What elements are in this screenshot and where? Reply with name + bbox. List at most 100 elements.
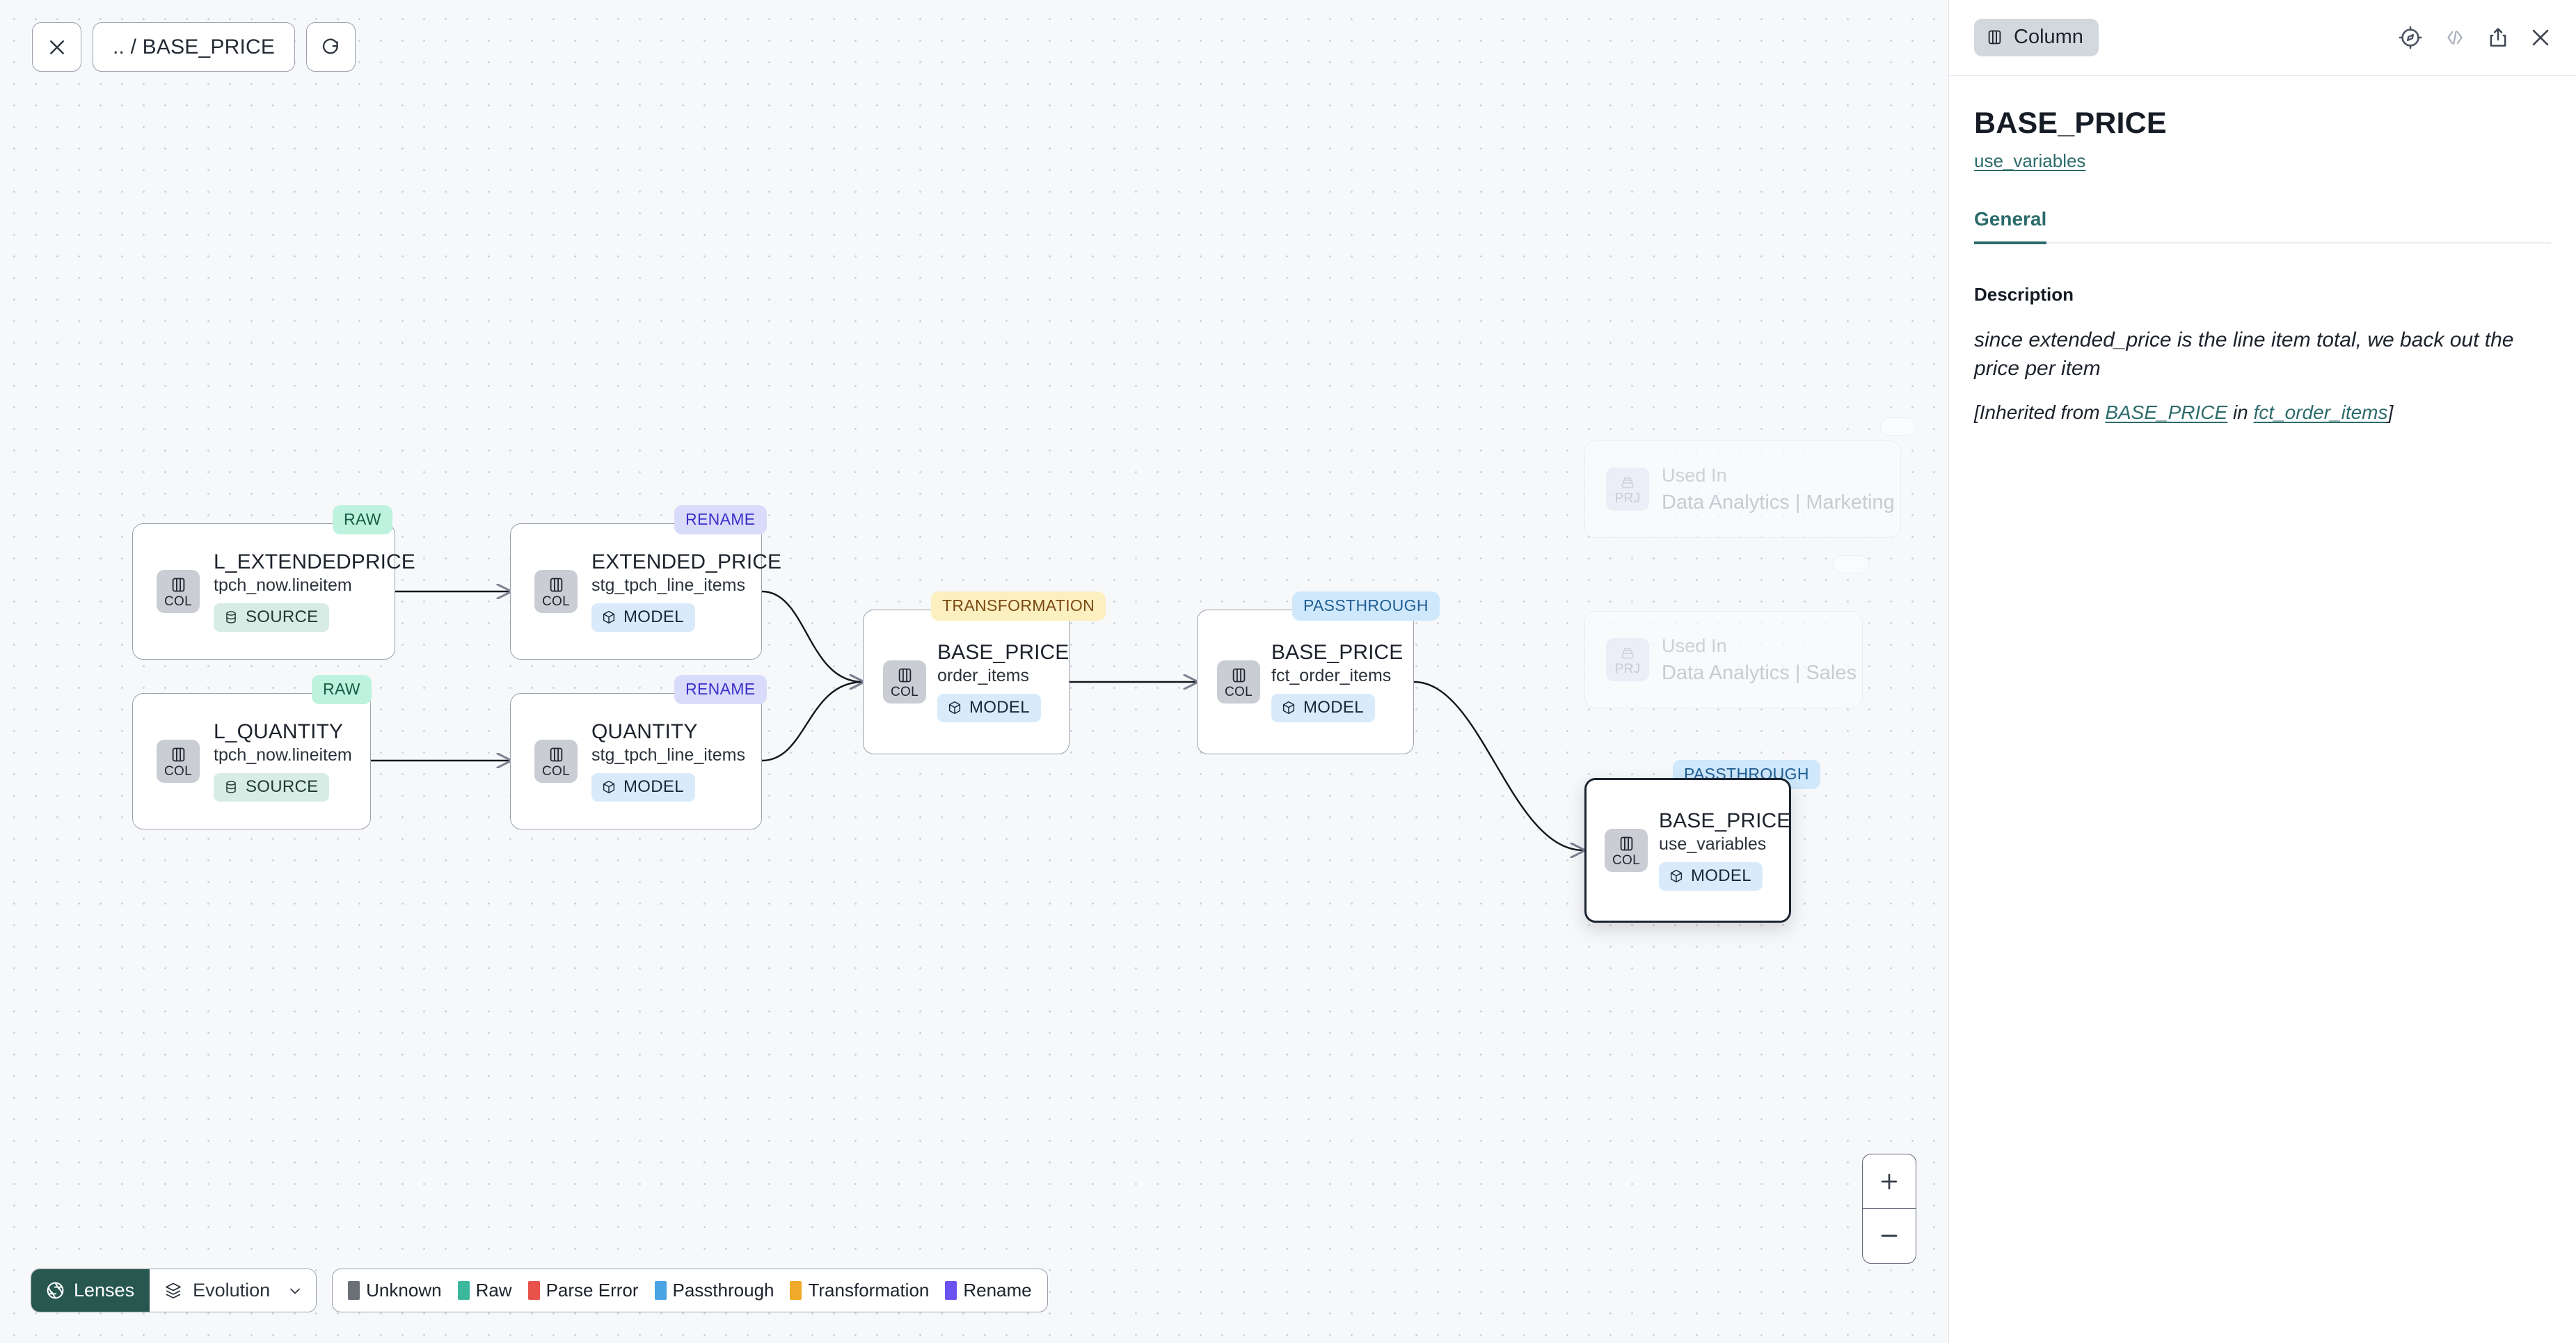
node-l-extendedprice[interactable]: COL L_EXTENDEDPRICE tpch_now.lineitem SO… [132,523,415,660]
cube-icon [948,701,961,715]
node-title: BASE_PRICE [1271,640,1404,664]
kind-chip-label: COL [164,594,192,609]
legend-label: Raw [475,1280,512,1301]
column-icon [550,578,562,591]
kind-chip-label: COL [891,684,919,699]
legend-item-unknown[interactable]: Unknown [348,1280,442,1301]
panel-tabs: General [1974,208,2551,244]
node-subtitle: stg_tpch_line_items [591,575,745,596]
breadcrumb-button[interactable]: .. / BASE_PRICE [93,22,296,72]
node-subtitle: use_variables [1659,834,1767,855]
share-icon [2490,28,2506,47]
project-icon [1621,477,1634,488]
legend-label: Transformation [808,1280,930,1301]
lenses-control-group: Lenses Evolution [31,1269,317,1312]
node-base-price-order-items[interactable]: COL BASE_PRICE order_items MODEL [863,610,1070,754]
lens-tag-raw-2[interactable]: RAW [312,675,372,704]
materialization-label: MODEL [1691,866,1751,886]
kind-chip-prj: PRJ [1606,468,1649,511]
node-subtitle: Data Analytics | Marketing [1662,491,1895,514]
lens-tag-rename-2[interactable]: RENAME [674,675,767,704]
lens-tag-passthrough[interactable]: PASSTHROUGH [1292,591,1440,621]
cube-icon [1670,870,1683,883]
database-icon [226,781,236,794]
plus-icon [1881,1173,1898,1189]
page-title: BASE_PRICE [1974,106,2167,140]
entity-type-chip[interactable]: Column [1974,19,2099,56]
inherited-column-link[interactable]: BASE_PRICE [2105,401,2228,423]
kind-chip-label: PRJ [1614,662,1641,676]
kind-chip-label: PRJ [1614,491,1641,506]
close-panel-button[interactable] [2529,26,2552,49]
panel-body: BASE_PRICE use_variables General Descrip… [1949,106,2576,424]
column-icon [172,578,184,591]
kind-chip-prj: PRJ [1606,638,1649,681]
evolution-dropdown[interactable]: Evolution [150,1269,317,1312]
kind-chip-label: COL [542,763,570,779]
inherited-model-link[interactable]: fct_order_items [2253,401,2388,423]
column-icon [1988,30,2001,45]
materialization-badge: MODEL [1271,694,1375,723]
kind-chip-col: COL [1605,829,1648,872]
kind-chip-label: COL [1612,852,1640,868]
legend-item-parse-error[interactable]: Parse Error [527,1280,639,1301]
lens-tag-rename[interactable]: RENAME [674,505,767,534]
code-icon [2447,30,2463,45]
zoom-out-button[interactable] [1863,1209,1916,1263]
node-title: Used In [1662,464,1727,486]
chevron-down-icon [290,1288,301,1294]
node-title: BASE_PRICE [937,640,1070,664]
lens-tag-raw[interactable]: RAW [333,505,392,534]
materialization-label: MODEL [623,777,684,797]
minus-icon [1881,1234,1898,1237]
parent-model-link[interactable]: use_variables [1974,150,2086,171]
legend-swatch [457,1281,470,1300]
node-quantity[interactable]: COL QUANTITY stg_tpch_line_items MODEL [510,693,762,829]
close-graph-button[interactable] [32,22,81,72]
legend-item-transformation[interactable]: Transformation [790,1280,929,1301]
legend-item-passthrough[interactable]: Passthrough [654,1280,774,1301]
lens-tag-transformation[interactable]: TRANSFORMATION [931,591,1106,621]
lineage-canvas[interactable]: .. / BASE_PRICE RAW COL [0,0,1948,1343]
explore-button[interactable] [2398,25,2423,50]
kind-chip-label: COL [164,763,192,779]
lenses-button[interactable]: Lenses [31,1269,150,1312]
legend-item-raw[interactable]: Raw [457,1280,512,1301]
refresh-button[interactable] [306,22,356,72]
description-text: since extended_price is the line item to… [1974,328,2514,380]
inherited-middle: in [2227,401,2254,423]
kind-chip-col: COL [157,740,200,783]
node-title: L_EXTENDEDPRICE [214,550,415,573]
column-icon [172,747,184,761]
zoom-controls [1862,1154,1916,1264]
legend-swatch [348,1281,360,1300]
legend-item-rename[interactable]: Rename [945,1280,1032,1301]
tab-general[interactable]: General [1974,208,2047,244]
legend-swatch [790,1281,802,1300]
lenses-label: Lenses [74,1280,135,1301]
legend-label: Parse Error [546,1280,639,1301]
panel-header-actions [2398,25,2552,50]
code-button[interactable] [2442,27,2467,48]
materialization-label: SOURCE [246,607,319,627]
details-panel: Column [1948,0,2576,1343]
node-base-price-fct-order-items[interactable]: COL BASE_PRICE fct_order_items MODEL [1197,610,1414,754]
share-button[interactable] [2487,26,2509,49]
node-used-in-sales[interactable]: PRJ Used In Data Analytics | Sales [1584,611,1863,708]
zoom-in-button[interactable] [1863,1154,1916,1209]
node-base-price-use-variables[interactable]: COL BASE_PRICE use_variables MODEL [1584,778,1791,923]
description-label: Description [1974,284,2074,305]
node-title: QUANTITY [591,720,698,743]
node-subtitle: tpch_now.lineitem [214,745,352,765]
node-extended-price[interactable]: COL EXTENDED_PRICE stg_tpch_line_items M… [510,523,781,660]
canvas-controls[interactable]: .. / BASE_PRICE [32,22,356,72]
cube-icon [1282,701,1295,715]
node-subtitle: tpch_now.lineitem [214,575,352,596]
node-used-in-marketing[interactable]: PRJ Used In Data Analytics | Marketing [1584,440,1901,538]
node-l-quantity[interactable]: COL L_QUANTITY tpch_now.lineitem SOURCE [132,693,371,829]
legend-label: Unknown [366,1280,442,1301]
node-subtitle: fct_order_items [1271,666,1392,686]
materialization-badge: MODEL [1659,862,1763,891]
close-icon [49,40,64,54]
entity-type-label: Column [2014,26,2083,48]
